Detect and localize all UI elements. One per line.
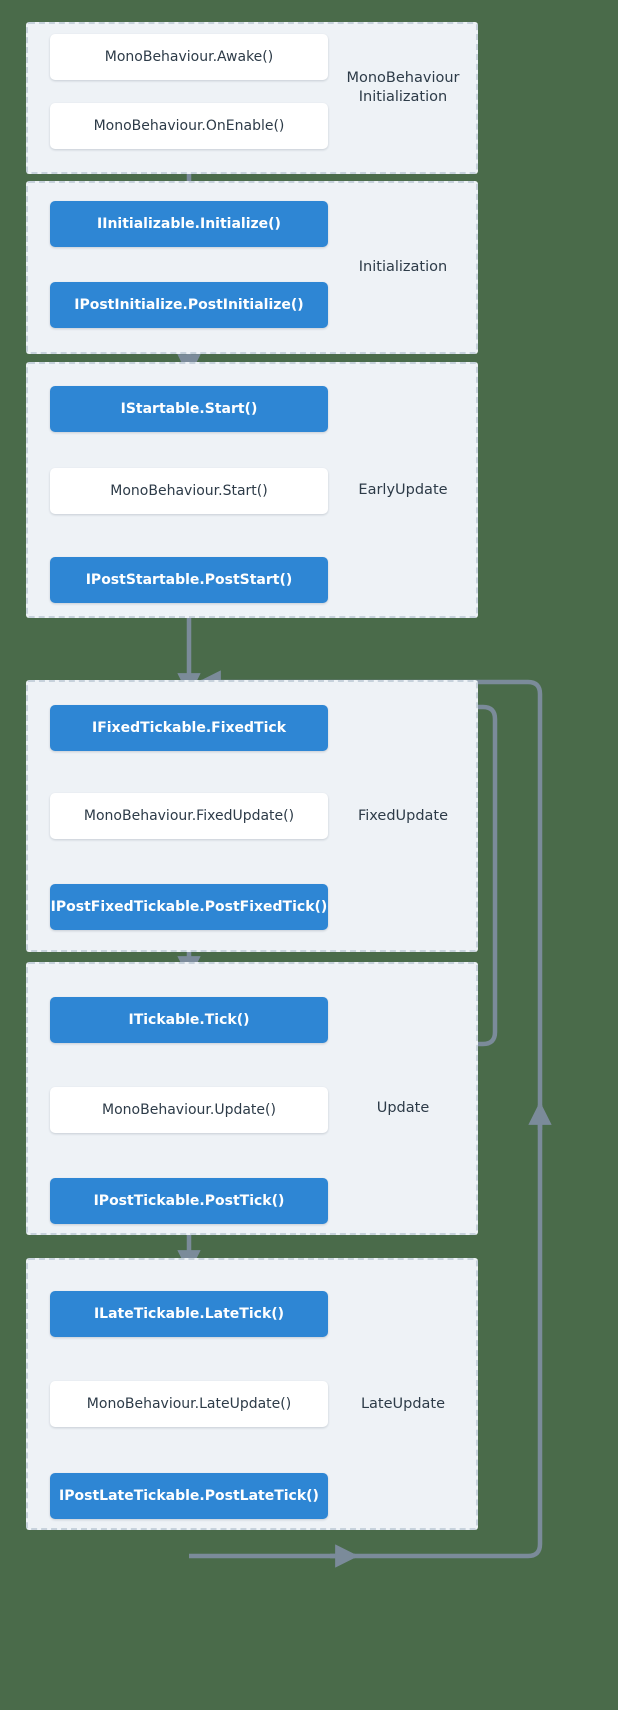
group-label-update: Update [376,1100,430,1116]
node-iposttickable-posttick[interactable]: IPostTickable.PostTick() [50,1178,328,1224]
group-label-late-update: LateUpdate [360,1396,446,1412]
node-ipostfixedtickable-postfixedtick[interactable]: IPostFixedTickable.PostFixedTick() [50,884,328,930]
group-label-initialization: Initialization [358,259,448,275]
group-label-monobehaviour-initialization: MonoBehaviour Initialization [346,70,460,105]
node-monobehaviour-lateupdate[interactable]: MonoBehaviour.LateUpdate() [50,1381,328,1427]
node-monobehaviour-update[interactable]: MonoBehaviour.Update() [50,1087,328,1133]
node-monobehaviour-onenable[interactable]: MonoBehaviour.OnEnable() [50,103,328,149]
node-ipostinitialize-postinitialize[interactable]: IPostInitialize.PostInitialize() [50,282,328,328]
node-ilatetickable-latetick[interactable]: ILateTickable.LateTick() [50,1291,328,1337]
node-itickable-tick[interactable]: ITickable.Tick() [50,997,328,1043]
node-iinitializable-initialize[interactable]: IInitializable.Initialize() [50,201,328,247]
node-ipoststartable-poststart[interactable]: IPostStartable.PostStart() [50,557,328,603]
group-label-fixed-update: FixedUpdate [357,808,449,824]
node-ipostlatetickable-postlatetick[interactable]: IPostLateTickable.PostLateTick() [50,1473,328,1519]
node-monobehaviour-awake[interactable]: MonoBehaviour.Awake() [50,34,328,80]
node-monobehaviour-start[interactable]: MonoBehaviour.Start() [50,468,328,514]
group-label-early-update: EarlyUpdate [358,482,448,498]
node-istartable-start[interactable]: IStartable.Start() [50,386,328,432]
node-monobehaviour-fixedupdate[interactable]: MonoBehaviour.FixedUpdate() [50,793,328,839]
node-ifixedtickable-fixedtick[interactable]: IFixedTickable.FixedTick [50,705,328,751]
